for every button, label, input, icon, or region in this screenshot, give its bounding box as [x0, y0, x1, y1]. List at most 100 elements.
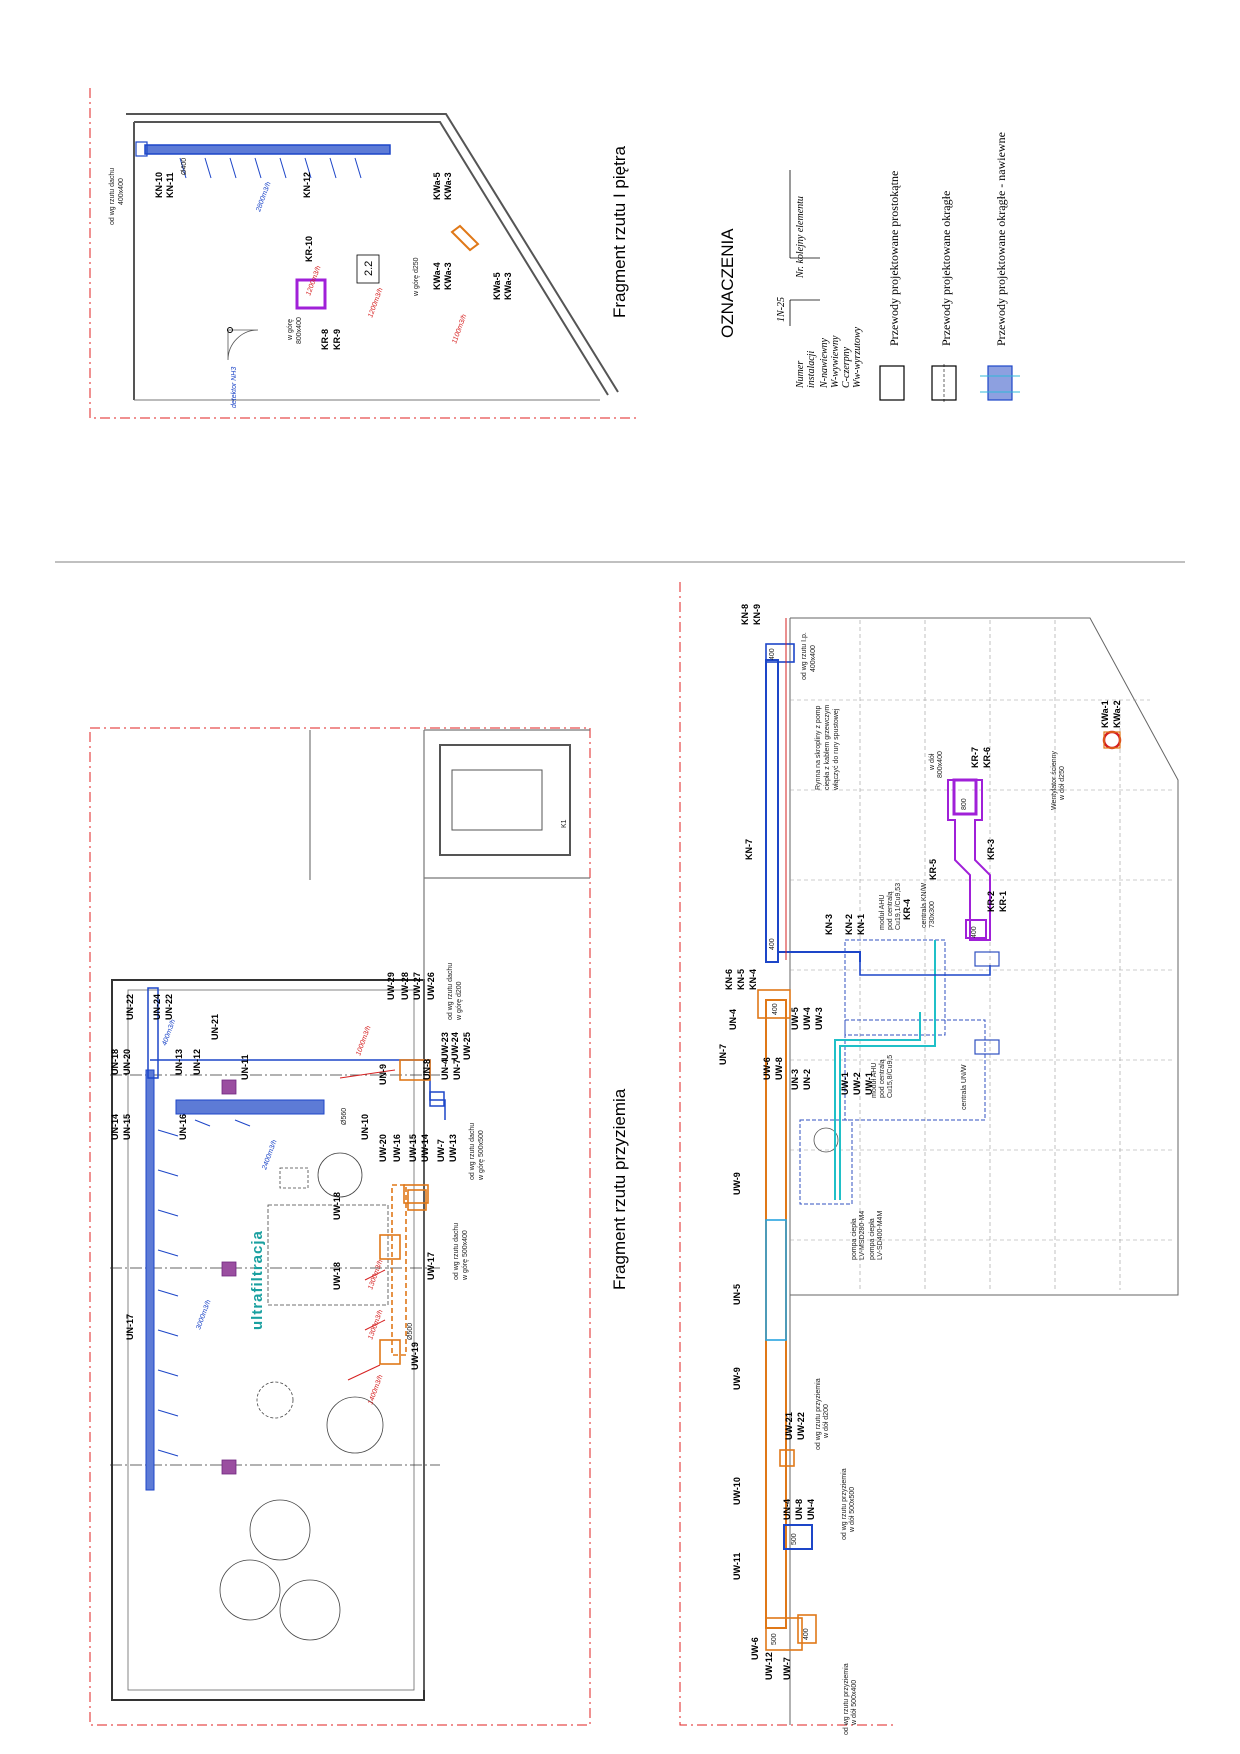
tag-un-3-r: UN-3 — [790, 1069, 800, 1090]
tag-un-7-r: UN-7 — [718, 1044, 728, 1065]
tag-kn-8: KN-8 — [740, 604, 750, 625]
pump-2: LV-MSD280-M4 — [859, 1211, 866, 1260]
ground-right-boundary — [679, 582, 895, 1726]
legend-item-round: Przewody projektowane okrągłe — [939, 191, 953, 346]
tag-un-21: UN-21 — [210, 1014, 220, 1040]
tag-uw-28: UW-28 — [400, 972, 410, 1000]
ground-left-ref-d200: w górę d200 — [456, 981, 463, 1021]
ground-left-air-4: 1300m3/h — [367, 1309, 384, 1341]
tag-kn-4: KN-4 — [748, 969, 758, 990]
ref-ground-1: od wg rzutu przyziemia — [815, 1378, 822, 1450]
floor1-supply-arrows — [179, 157, 362, 179]
ref-floor-size: 400x400 — [810, 645, 817, 672]
legend-item-supply: Przewody projektowane okrągłe - nawiewne — [994, 132, 1008, 346]
dim-2: 400 — [772, 1003, 779, 1015]
floor1-door — [227, 329, 259, 361]
floor1-tag-kr8: KR-8 — [320, 329, 330, 350]
kwa-wall-fan — [1102, 730, 1122, 750]
tag-un-4-b: UN-4 — [782, 1499, 792, 1520]
tag-uw-13: UW-13 — [448, 1134, 458, 1162]
tag-uw-6-bot: UW-6 — [750, 1637, 760, 1660]
ground-left-red-arrows — [339, 1069, 396, 1381]
tag-kwa-1: KWa-1 — [1100, 700, 1110, 728]
ground-title: Fragment rzutu przyziemia — [610, 1088, 629, 1290]
kr-purple-duct — [947, 779, 991, 941]
legend-install-type-0: N-nawiewny — [819, 337, 830, 389]
ahu2-2: pod centralą — [879, 1059, 886, 1098]
tag-un-11: UN-11 — [240, 1054, 250, 1080]
ground-left-ref-roof-1: od wg rzutu dachu — [447, 963, 454, 1020]
kr7-box — [952, 778, 978, 816]
floor1-air-red-3: 1100m3/h — [451, 313, 468, 344]
legend: OZNACZENIA 1N-25 Numer instalacji N-nawi… — [718, 132, 1020, 402]
tag-un-14: UN-14 — [110, 1114, 120, 1140]
un-riser-duct — [147, 987, 159, 1079]
tag-uw-7-r: UW-7 — [782, 1657, 792, 1680]
kr1-box — [965, 919, 987, 939]
floor1-tags: KN-10 KN-11 KN-12 KR-10 KR-8 KR-9 KWa-5 … — [154, 172, 513, 350]
floor1-tag-kr10: KR-10 — [304, 236, 314, 262]
tag-uw-19: UW-19 — [410, 1342, 420, 1370]
tag-un-22b: UN-22 — [164, 994, 174, 1020]
heat-pump-fan — [813, 1127, 839, 1153]
tag-kn-6: KN-6 — [724, 969, 734, 990]
legend-title: OZNACZENIA — [718, 228, 737, 338]
pump-4: LV-SD400-M4M — [877, 1211, 884, 1260]
floor1-up-note: w górę — [287, 319, 294, 341]
tag-kn-1: KN-1 — [856, 914, 866, 935]
tag-uw-1a: UW-1 — [840, 1072, 850, 1095]
floor1-tag-kwa5a: KWa-5 — [432, 172, 442, 200]
un-blue-box-lower — [783, 1524, 813, 1550]
floor1-tag-kwa5b: KWa-5 — [492, 272, 502, 300]
tag-kn-3: KN-3 — [824, 914, 834, 935]
tag-uw-2: UW-2 — [852, 1072, 862, 1095]
ref-up: w dół — [929, 753, 936, 771]
legend-item-rect: Przewody projektowane prostokątne — [887, 171, 901, 346]
dim-6: 500 — [771, 1633, 778, 1645]
tag-uw-20: UW-20 — [378, 1134, 388, 1162]
tag-uw-5-r: UW-5 — [790, 1007, 800, 1030]
tag-uw-23: UW-23 — [440, 1032, 450, 1060]
ultrafiltration-label: ultrafiltracja — [249, 1230, 266, 1330]
floor1-supply-duct — [144, 144, 391, 155]
tag-un-4: UN-4 — [440, 1059, 450, 1080]
ground-left-air-2: 2400m3/h — [261, 1139, 279, 1172]
tag-uw-9b: UW-9 — [732, 1367, 742, 1390]
kn-ahu-2: 730x300 — [929, 901, 936, 928]
tag-uw-8: UW-8 — [774, 1057, 784, 1080]
ahu2-3: Cu15,8/Cu9,5 — [887, 1055, 894, 1098]
floor1-tag-kr9: KR-9 — [332, 329, 342, 350]
floor1-tag-kwa3b: KWa-3 — [443, 262, 453, 290]
ref-ground-2: od wg rzutu przyziemia — [841, 1468, 848, 1540]
legend-element-label: Nr. kolejny elementu — [795, 196, 806, 279]
ground-left-air-5: 1400m3/h — [367, 1374, 384, 1406]
ahu2-1: moduł AHU — [871, 1063, 878, 1098]
fan-1: Wentylator ścienny — [1051, 750, 1058, 810]
tag-kn-9: KN-9 — [752, 604, 762, 625]
ground-left-stair-inner — [451, 769, 543, 831]
kn-top-box — [765, 643, 795, 663]
ground-right-tags: KN-8 KN-9 KN-7 KN-3 KN-2 KN-1 KN-6 KN-5 … — [718, 604, 1122, 1680]
ahu1-1: moduł AHU — [879, 895, 886, 930]
ground-left-ref-up: w górę 500x500 — [478, 1130, 485, 1181]
floor1-tag-kwa4: KWa-4 — [432, 262, 442, 290]
ground-left-stair — [439, 744, 571, 856]
note-pipe-2: ciepła z kablem grzewczym — [824, 705, 831, 790]
kn3-branch — [778, 951, 861, 962]
uw-bottom-box-2 — [797, 1614, 817, 1644]
note-pipe-3: włączyć do rury spustowej — [833, 708, 840, 791]
ground-left-uw-tags: UW-29 UW-28 UW-27 UW-26 UW-23 UW-24 UW-2… — [332, 972, 472, 1370]
kn7-supply-duct — [765, 659, 779, 963]
legend-symbol-rect — [879, 365, 905, 401]
tag-un-8: UN-8 — [422, 1059, 432, 1080]
ground-left-air-0: 400m3/h — [161, 1019, 177, 1047]
floor1-up-d: w górę d250 — [413, 257, 420, 297]
tag-uw-24: UW-24 — [450, 1032, 460, 1060]
ground-left-dim-560: Ø560 — [341, 1108, 348, 1125]
floor1-tag-kwa3c: KWa-3 — [503, 272, 513, 300]
tag-un-13: UN-13 — [174, 1049, 184, 1075]
ground-left-exhaust-ducts — [379, 1059, 431, 1365]
tag-uw-15: UW-15 — [408, 1134, 418, 1162]
kwa-wall-fan-box — [1103, 731, 1121, 749]
tag-kr-7: KR-7 — [970, 747, 980, 768]
